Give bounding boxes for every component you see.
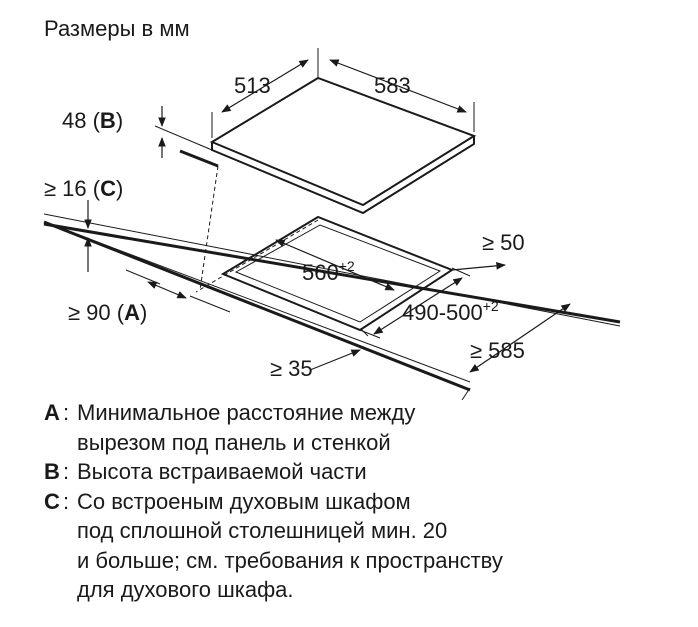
worktop-upper-edge [179, 149, 219, 168]
label-front-clearance: ≥ 35 [270, 356, 313, 381]
legend-item-c-cont2: и больше; см. требования к пространству [44, 546, 684, 576]
hob-thin-line [154, 125, 213, 151]
legend-sep-b: : [63, 459, 70, 484]
label-cutout-depth: 490-500+2 [402, 298, 499, 325]
dim-front-clearance [309, 329, 369, 371]
hob [154, 76, 477, 215]
label-c-gap: ≥ 16 (C) [44, 176, 123, 201]
label-hob-width: 583 [374, 73, 411, 98]
legend-text-c-line4: для духового шкафа. [77, 577, 294, 602]
hob-front-edge [211, 136, 475, 215]
dim-back-clearance [451, 261, 506, 271]
legend: A : Минимальное расстояние между вырезом… [44, 398, 684, 605]
label-b-height: 48 (B) [62, 108, 123, 133]
diagram-title: Размеры в мм [44, 16, 190, 41]
legend-text-c-line3: и больше; см. требования к пространству [77, 547, 503, 573]
legend-sep-a: : [63, 400, 70, 425]
legend-text-c-line2: под сплошной столешницей мин. 20 [77, 518, 448, 543]
label-hob-depth: 513 [234, 73, 271, 98]
legend-text-c-line1: Со встроеным духовым шкафом [77, 488, 411, 514]
label-a-gap: ≥ 90 (A) [68, 300, 147, 325]
installation-diagram: Размеры в мм 513 583 48 (B) [43, 16, 621, 400]
legend-text-a-line1: Минимальное расстояние между [77, 400, 416, 425]
dim-worktop-depth [461, 303, 571, 400]
legend-sep-c: : [63, 488, 70, 514]
worktop-front-edge [43, 220, 471, 392]
label-back-clearance: ≥ 50 [482, 230, 525, 255]
projection-dashed-line [199, 165, 219, 291]
dim-hob-width [329, 59, 475, 132]
label-cutout-width: 560+2 [302, 258, 355, 285]
dim-hob-depth [211, 48, 319, 138]
worktop-front-thin [59, 227, 471, 383]
legend-text-b-line1: Высота встраиваемой части [77, 459, 367, 484]
legend-key-c: C [44, 488, 60, 514]
legend-item-c-cont1: под сплошной столешницей мин. 20 [44, 516, 684, 546]
label-worktop-depth: ≥ 585 [470, 338, 525, 363]
legend-item-c-cont3: для духового шкафа. [44, 575, 684, 605]
legend-key-b: B [44, 459, 60, 484]
dim-a-gap [125, 269, 231, 313]
legend-item-c: C : Со встроеным духовым шкафом [44, 487, 684, 517]
projection-dashed-line-2 [195, 219, 319, 293]
legend-item-a-cont: вырезом под панель и стенкой [44, 428, 684, 458]
legend-text-a-line2: вырезом под панель и стенкой [77, 429, 391, 455]
legend-key-a: A [44, 400, 60, 425]
legend-item-a: A : Минимальное расстояние между [44, 398, 684, 428]
legend-item-b: B : Высота встраиваемой части [44, 457, 684, 487]
